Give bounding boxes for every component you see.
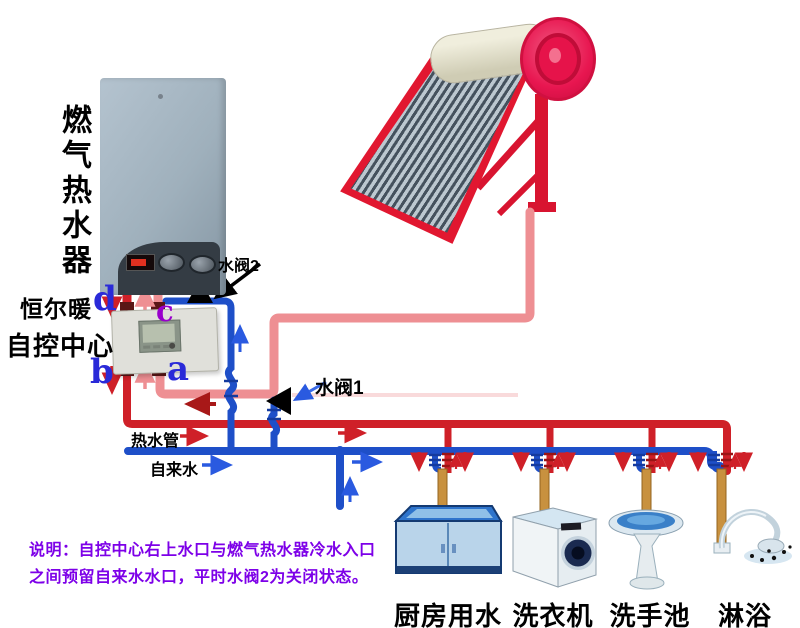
solar-tank-end-cap bbox=[520, 17, 596, 101]
hot-pipe-label: 热水管 bbox=[131, 433, 180, 450]
gas-water-heater bbox=[100, 78, 226, 295]
screw-dot bbox=[158, 94, 163, 99]
port-a-label: a bbox=[167, 349, 190, 389]
pipe-ribs bbox=[267, 408, 281, 421]
port-b-label: b bbox=[90, 352, 114, 392]
control-button bbox=[153, 345, 161, 349]
valve2-bypass-pipe bbox=[162, 297, 238, 455]
end-cap-ring bbox=[535, 33, 581, 85]
tap-water-label: 自来水 bbox=[150, 462, 199, 479]
valve2-label: 水阀2 bbox=[218, 258, 259, 275]
end-cap-core bbox=[549, 48, 561, 63]
washing-machine bbox=[512, 507, 598, 588]
note-line-2: 之间预留自来水水口，平时水阀2为关闭状态。 bbox=[29, 569, 369, 586]
control-button bbox=[143, 345, 151, 349]
pipe-ribs bbox=[224, 379, 238, 398]
valve1-symbol bbox=[266, 387, 291, 415]
fixture-label-washer: 洗衣机 bbox=[512, 601, 594, 628]
valve1-pointer-arrow bbox=[292, 380, 327, 401]
gas-knob-left bbox=[158, 253, 185, 272]
hot-water-main bbox=[123, 364, 731, 475]
control-center-title-1: 恒尔暖 bbox=[20, 296, 92, 322]
kitchen-cabinet bbox=[393, 505, 503, 574]
gas-heater-label: 燃气热水器 bbox=[57, 104, 90, 279]
fixture-label-sink: 洗手池 bbox=[609, 601, 691, 628]
solar-hot-pipe bbox=[155, 207, 535, 399]
port-c-label: c bbox=[156, 294, 174, 328]
control-center-title-2: 自控中心 bbox=[6, 331, 115, 361]
gas-knob-right bbox=[189, 255, 216, 274]
solar-stand bbox=[475, 94, 556, 217]
temperature-display bbox=[126, 254, 155, 271]
port-d-label: d bbox=[93, 279, 117, 319]
shower-head bbox=[713, 509, 792, 564]
valve1-stub-pipe bbox=[267, 396, 281, 455]
gas-heater-control-panel bbox=[118, 242, 220, 295]
fixture-label-kitchen: 厨房用水 bbox=[393, 601, 502, 628]
valve1-label: 水阀1 bbox=[315, 378, 364, 399]
pedestal-sink bbox=[608, 509, 684, 590]
fixture-label-shower: 淋浴 bbox=[717, 601, 772, 628]
note-line-1: 说明：自控中心右上水口与燃气热水器冷水入口 bbox=[29, 542, 376, 559]
